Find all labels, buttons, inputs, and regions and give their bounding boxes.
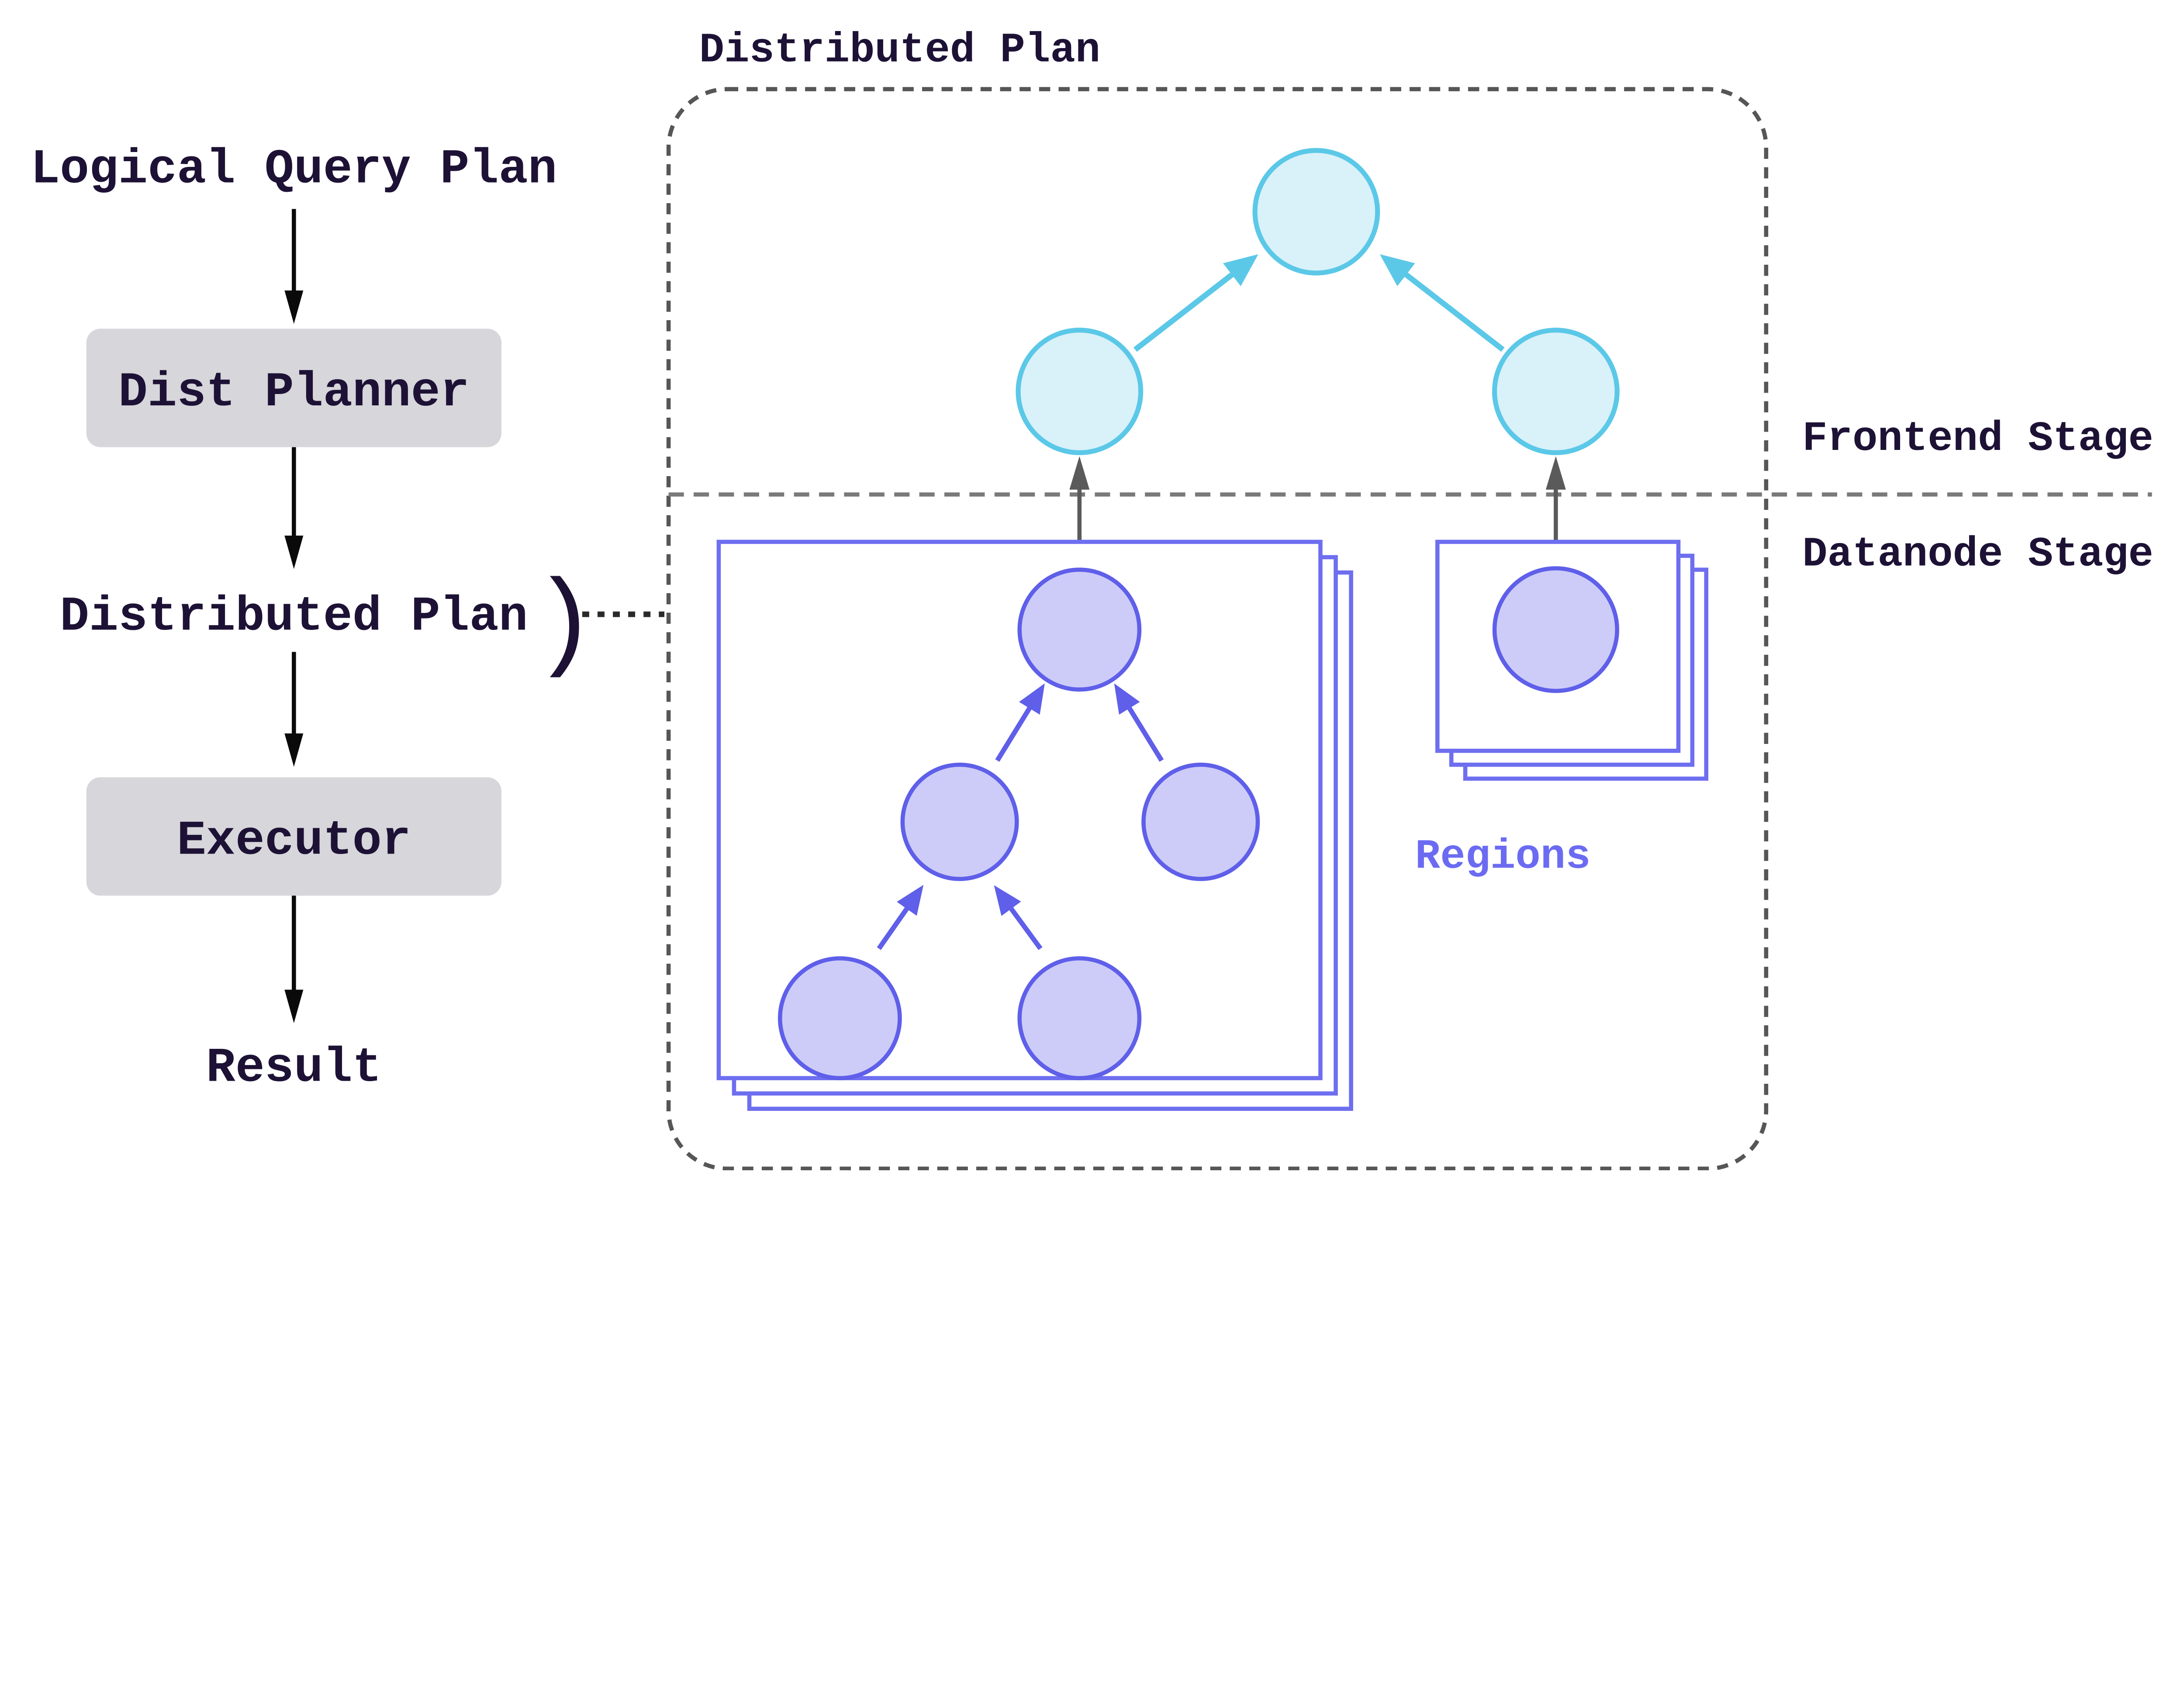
result-label: Result (206, 1040, 382, 1096)
left-flow: Logical Query Plan Dist Planner Distribu… (31, 142, 665, 1096)
datanode-mid-right-node (1141, 762, 1260, 881)
diagram-canvas: Logical Query Plan Dist Planner Distribu… (31, 26, 2153, 1170)
datanode-leaf-left-node (778, 956, 902, 1080)
frontend-stage-label: Frontend Stage (1802, 415, 2153, 463)
frontend-merge-tree (1016, 148, 1620, 455)
plan-arrow-icon (1114, 683, 1164, 762)
datanode-leaf-right-node (1017, 956, 1142, 1080)
merge-arrow-icon (1379, 254, 1505, 352)
executor-label: Executor (177, 813, 411, 869)
datanode-single-node (1492, 566, 1619, 693)
regions-label: Regions (1415, 833, 1591, 881)
plan-arrow-icon (877, 885, 924, 950)
datanode-mid-left-node (900, 762, 1019, 881)
region-stack-right (1435, 539, 1709, 781)
plan-arrow-icon (995, 683, 1045, 762)
merge-arrow-icon (1133, 254, 1258, 352)
panel-title: Distributed Plan (699, 26, 1100, 74)
dist-planner-box (86, 328, 501, 447)
panel-dashed-border (666, 87, 1769, 1170)
distributed-plan-label: Distributed Plan (60, 589, 528, 644)
dist-planner-label: Dist Planner (118, 365, 470, 420)
distributed-plan-panel: Distributed Plan Frontend Stage Datanode… (666, 26, 2153, 1170)
datanode-root-node (1017, 567, 1142, 692)
frontend-left-node (1016, 328, 1144, 455)
executor-box (86, 777, 501, 896)
logical-query-plan-label: Logical Query Plan (31, 142, 557, 197)
brace-glyph: ) (532, 564, 597, 688)
frontend-root-node (1252, 148, 1380, 276)
plan-arrow-icon (994, 885, 1043, 950)
datanode-stage-label: Datanode Stage (1802, 531, 2153, 578)
region-stack-left (716, 539, 1353, 1111)
frontend-right-node (1492, 328, 1620, 455)
